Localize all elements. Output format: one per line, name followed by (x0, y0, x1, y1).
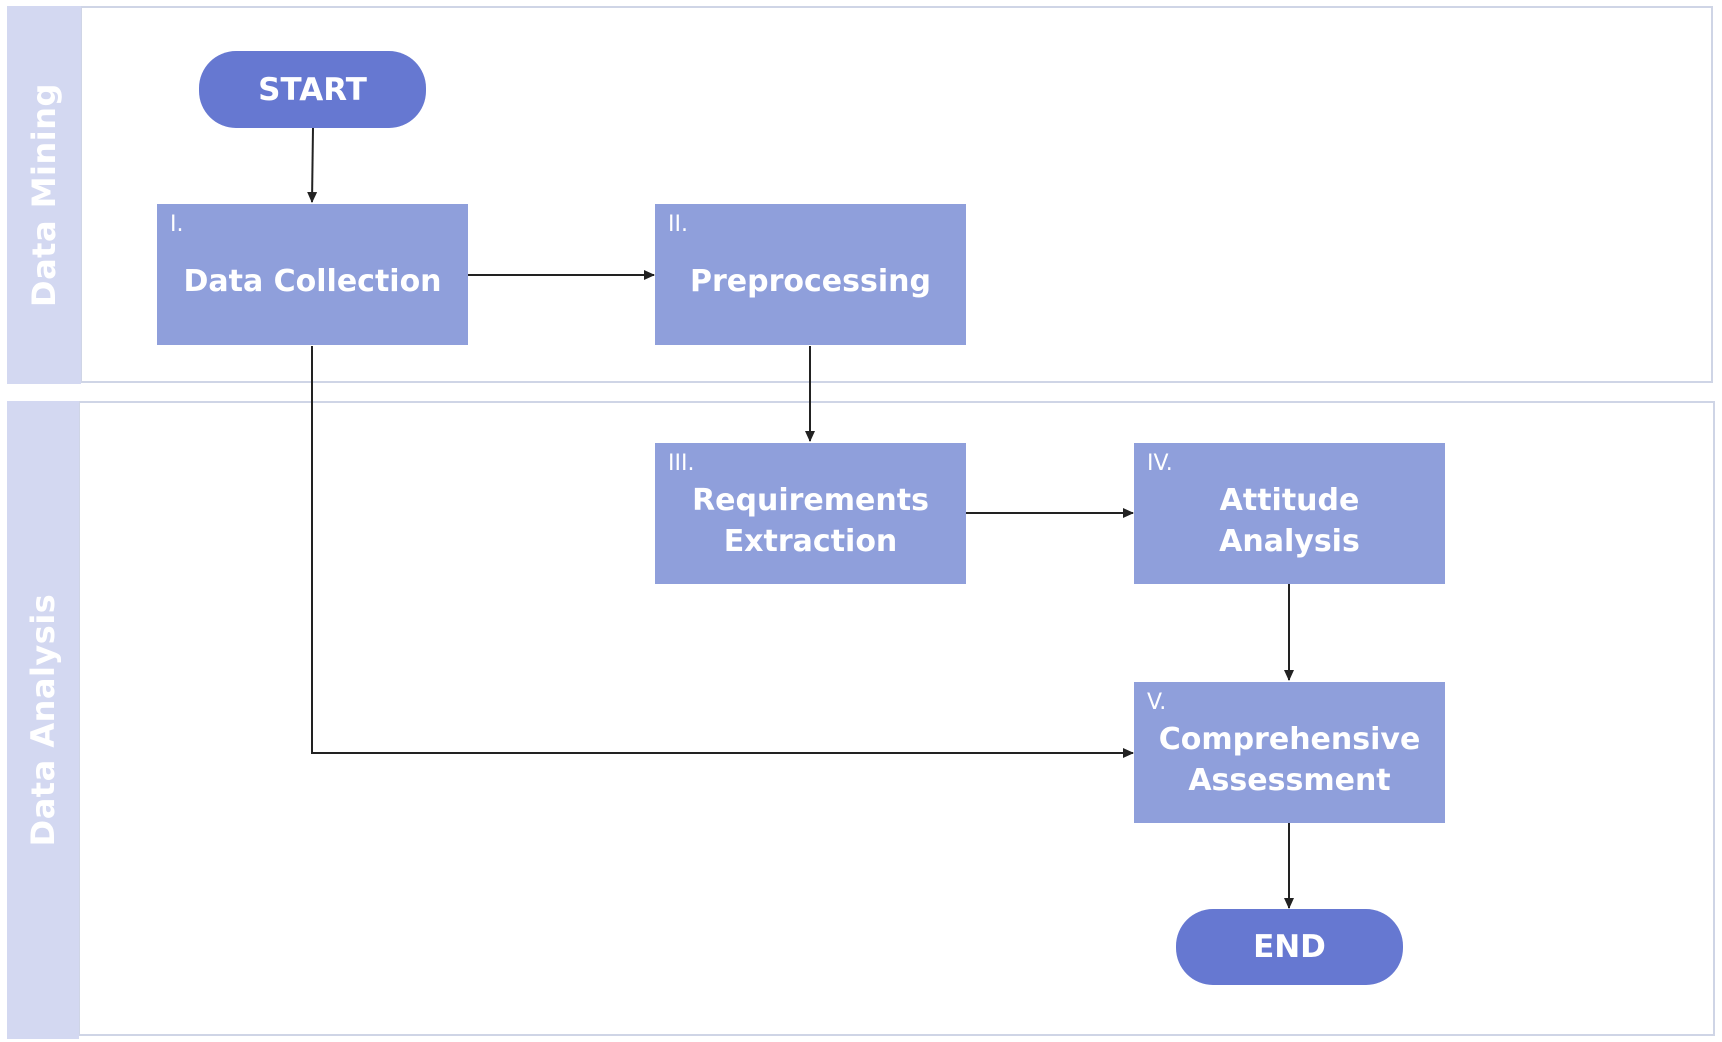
lane-data-analysis-header: Data Analysis (7, 401, 79, 1039)
start-terminal: START (199, 51, 426, 128)
connector-start-to-data-collection (307, 127, 318, 203)
step-comprehensive-assessment: V. Comprehensive Assessment (1134, 682, 1445, 823)
step-number: II. (668, 212, 688, 237)
step-title: Requirements Extraction (692, 482, 929, 559)
step-requirements-extraction: III. Requirements Extraction (655, 443, 966, 584)
step-number: IV. (1147, 451, 1173, 476)
step-title: Data Collection (183, 264, 442, 299)
step-preprocessing: II. Preprocessing (655, 204, 966, 345)
end-terminal: END (1176, 909, 1403, 985)
step-attitude-analysis: IV. Attitude Analysis (1134, 443, 1445, 584)
step-data-collection: I. Data Collection (157, 204, 468, 345)
step-title: Preprocessing (690, 264, 931, 299)
step-title: Comprehensive Assessment (1158, 721, 1421, 798)
step-title: Attitude Analysis (1219, 482, 1360, 559)
lane-data-mining-header: Data Mining (7, 6, 81, 384)
connector-data-collection-to-comprehensive-assessment (311, 346, 1134, 758)
step-number: V. (1147, 690, 1167, 715)
step-number: III. (668, 451, 695, 476)
step-number: I. (170, 212, 184, 237)
